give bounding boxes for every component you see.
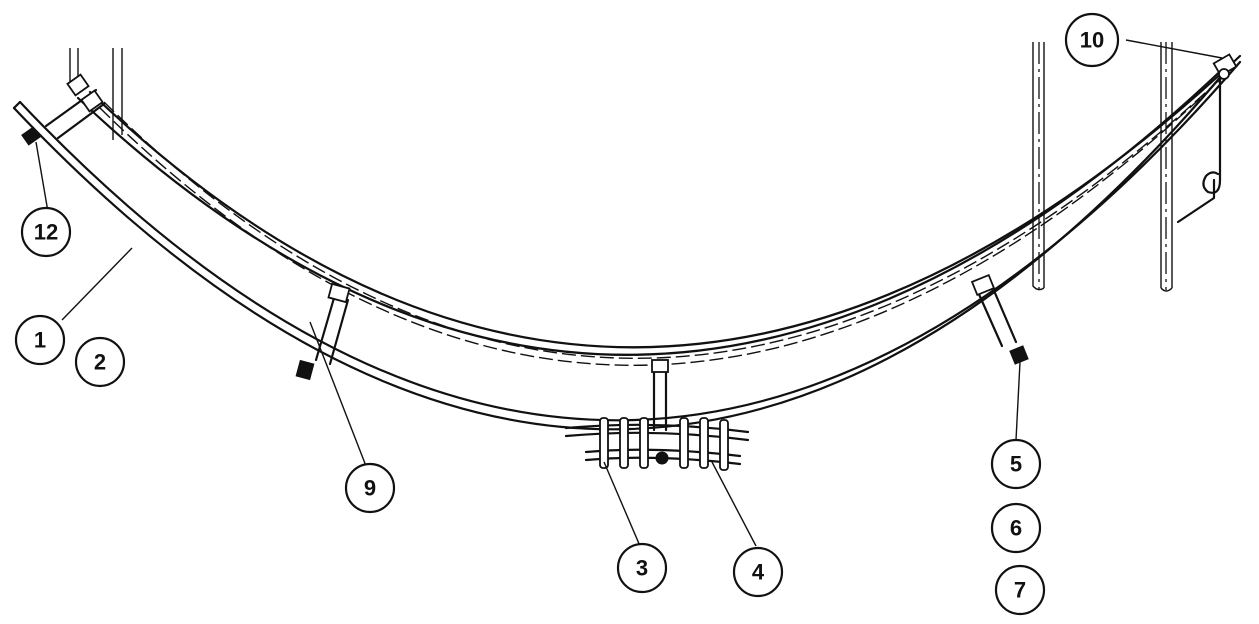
- callout-5-label: 5: [1010, 452, 1022, 477]
- callout-7: 7: [996, 566, 1044, 614]
- callout-2-label: 2: [94, 350, 106, 375]
- callout-4-label: 4: [752, 560, 765, 585]
- callout-7-label: 7: [1014, 578, 1026, 603]
- callout-6-label: 6: [1010, 516, 1022, 541]
- inner-rail: [78, 56, 1240, 365]
- callout-3: 3: [618, 544, 666, 592]
- right-end-bracket: [1178, 54, 1236, 222]
- callout-2: 2: [76, 338, 124, 386]
- callout-5: 5: [992, 440, 1040, 488]
- right-support-posts: [1033, 42, 1172, 291]
- left-end-bracket: [22, 75, 104, 145]
- callout-4: 4: [734, 548, 782, 596]
- callout-9-label: 9: [364, 476, 376, 501]
- splice-plate: [566, 418, 748, 470]
- callout-3-label: 3: [636, 556, 648, 581]
- callout-1-label: 1: [34, 328, 46, 353]
- callout-12-label: 12: [34, 220, 58, 245]
- outer-rail: [14, 62, 1240, 429]
- callout-10: 10: [1066, 14, 1118, 66]
- callout-6: 6: [992, 504, 1040, 552]
- callout-10-label: 10: [1080, 28, 1104, 53]
- callout-1: 1: [16, 316, 64, 364]
- callout-12: 12: [22, 208, 70, 256]
- callout-9: 9: [346, 464, 394, 512]
